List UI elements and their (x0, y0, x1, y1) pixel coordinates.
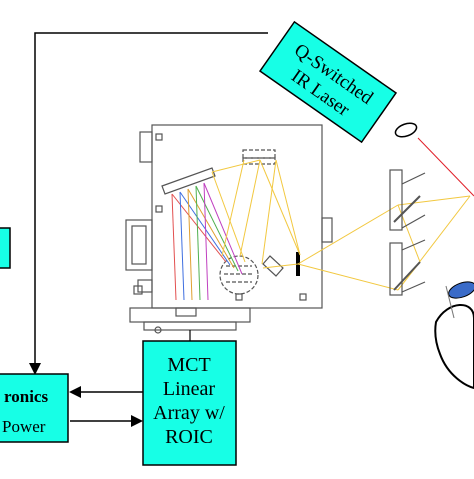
optical-path-segment (211, 159, 261, 173)
optical-path-segment (261, 159, 277, 265)
spectral-rays (171, 182, 243, 301)
electronics-box-line1: ronics (4, 387, 48, 406)
collection-mirror-lower (389, 239, 426, 296)
spectral-ray (203, 182, 243, 275)
spectral-ray (187, 188, 193, 301)
fold-mirror (262, 255, 284, 277)
optical-path (211, 159, 471, 291)
left-partial-box (0, 227, 11, 269)
mct-box-line4: ROIC (165, 426, 213, 448)
electronics-box (0, 373, 69, 443)
spectral-ray (203, 182, 209, 301)
optical-path-segment (297, 204, 399, 265)
spectrometer-mirror-upper-left (161, 167, 216, 195)
electronics-box-line2: Power (2, 417, 46, 436)
collection-mirror-upper (389, 169, 426, 231)
mct-box-line2: Linear (163, 378, 216, 400)
spectral-ray (171, 193, 227, 263)
mct-box-line1: MCT (167, 354, 210, 376)
laser-control-wire (29, 32, 268, 375)
optical-path-segment (259, 159, 301, 256)
spectral-ray (171, 193, 177, 301)
mct-box (142, 340, 237, 466)
optical-path-segment (275, 159, 301, 256)
optical-path-segment (239, 159, 261, 257)
optical-path-segment (297, 263, 399, 291)
spectrometer-mirror-upper-right (242, 149, 276, 165)
optical-path-segment (262, 263, 299, 269)
mct-box-line3: Array w/ (153, 402, 225, 424)
spectral-ray (187, 188, 235, 269)
optical-path-segment (221, 159, 245, 257)
spectrometer-housing (125, 124, 333, 334)
spectral-ray (195, 185, 201, 301)
optical-path-segment (397, 195, 471, 206)
laser-lens (394, 122, 418, 138)
spectral-ray (195, 185, 239, 272)
laser-box: Q-Switched IR Laser (258, 20, 398, 144)
optical-path-segment (211, 171, 246, 263)
target-sample (434, 281, 474, 390)
spectral-ray (179, 191, 185, 301)
data-arrows (69, 386, 143, 427)
laser-beam (417, 137, 474, 197)
